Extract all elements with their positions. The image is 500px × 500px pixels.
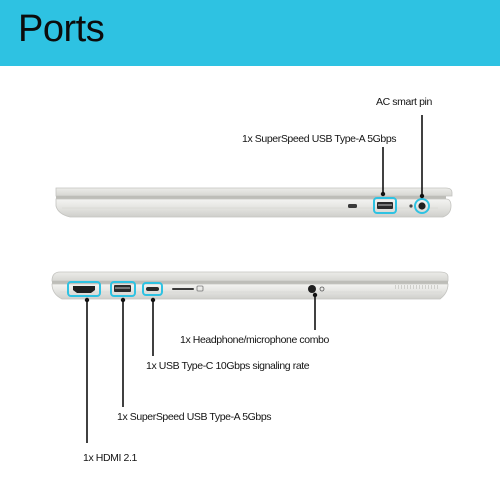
hdmi-port-icon [73, 286, 95, 293]
lock-slot-icon [348, 204, 357, 208]
laptop-left-side [51, 271, 449, 443]
ac-power-port-icon [418, 202, 426, 210]
page-title: Ports [18, 8, 105, 50]
laptop-right-side [55, 115, 453, 218]
right-usb-a-label: 1x SuperSpeed USB Type-A 5Gbps [242, 133, 397, 145]
audio-jack-icon [308, 285, 316, 293]
left-usb-a-label: 1x SuperSpeed USB Type-A 5Gbps [117, 411, 272, 423]
header-banner: Ports [0, 0, 500, 66]
usb-c-label: 1x USB Type-C 10Gbps signaling rate [146, 360, 310, 372]
hdmi-label: 1x HDMI 2.1 [83, 452, 137, 464]
card-reader-slot-icon [172, 288, 194, 290]
ac-smart-pin-label: AC smart pin [376, 96, 432, 108]
usb-c-port-icon [146, 287, 159, 291]
headphone-jack-label: 1x Headphone/microphone combo [180, 334, 329, 346]
